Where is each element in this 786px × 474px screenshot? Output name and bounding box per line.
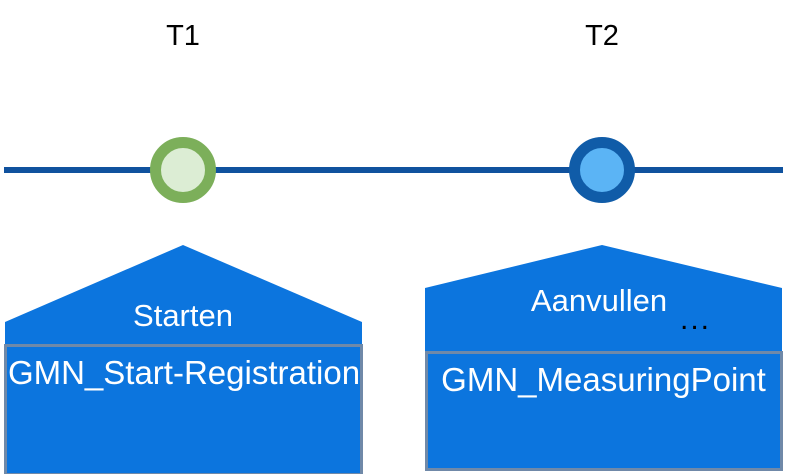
tick-label-t2: T2: [585, 20, 619, 52]
callout-right-ellipsis: ...: [680, 303, 712, 336]
callout-left-title: Starten: [133, 298, 233, 333]
callout-left-body: GMN_Start-Registration: [7, 354, 361, 391]
tick-label-t1: T1: [166, 20, 200, 52]
callout-right-roof: [425, 245, 782, 353]
callout-right-box: [425, 351, 783, 471]
callout-left-box: [4, 344, 363, 474]
callout-left-roof: [5, 245, 362, 346]
timeline-marker-t2[interactable]: [569, 137, 635, 203]
timeline-marker-t1[interactable]: [150, 137, 216, 203]
callout-right-body: GMN_MeasuringPoint: [441, 361, 766, 398]
callout-right-title: Aanvullen: [530, 283, 668, 318]
